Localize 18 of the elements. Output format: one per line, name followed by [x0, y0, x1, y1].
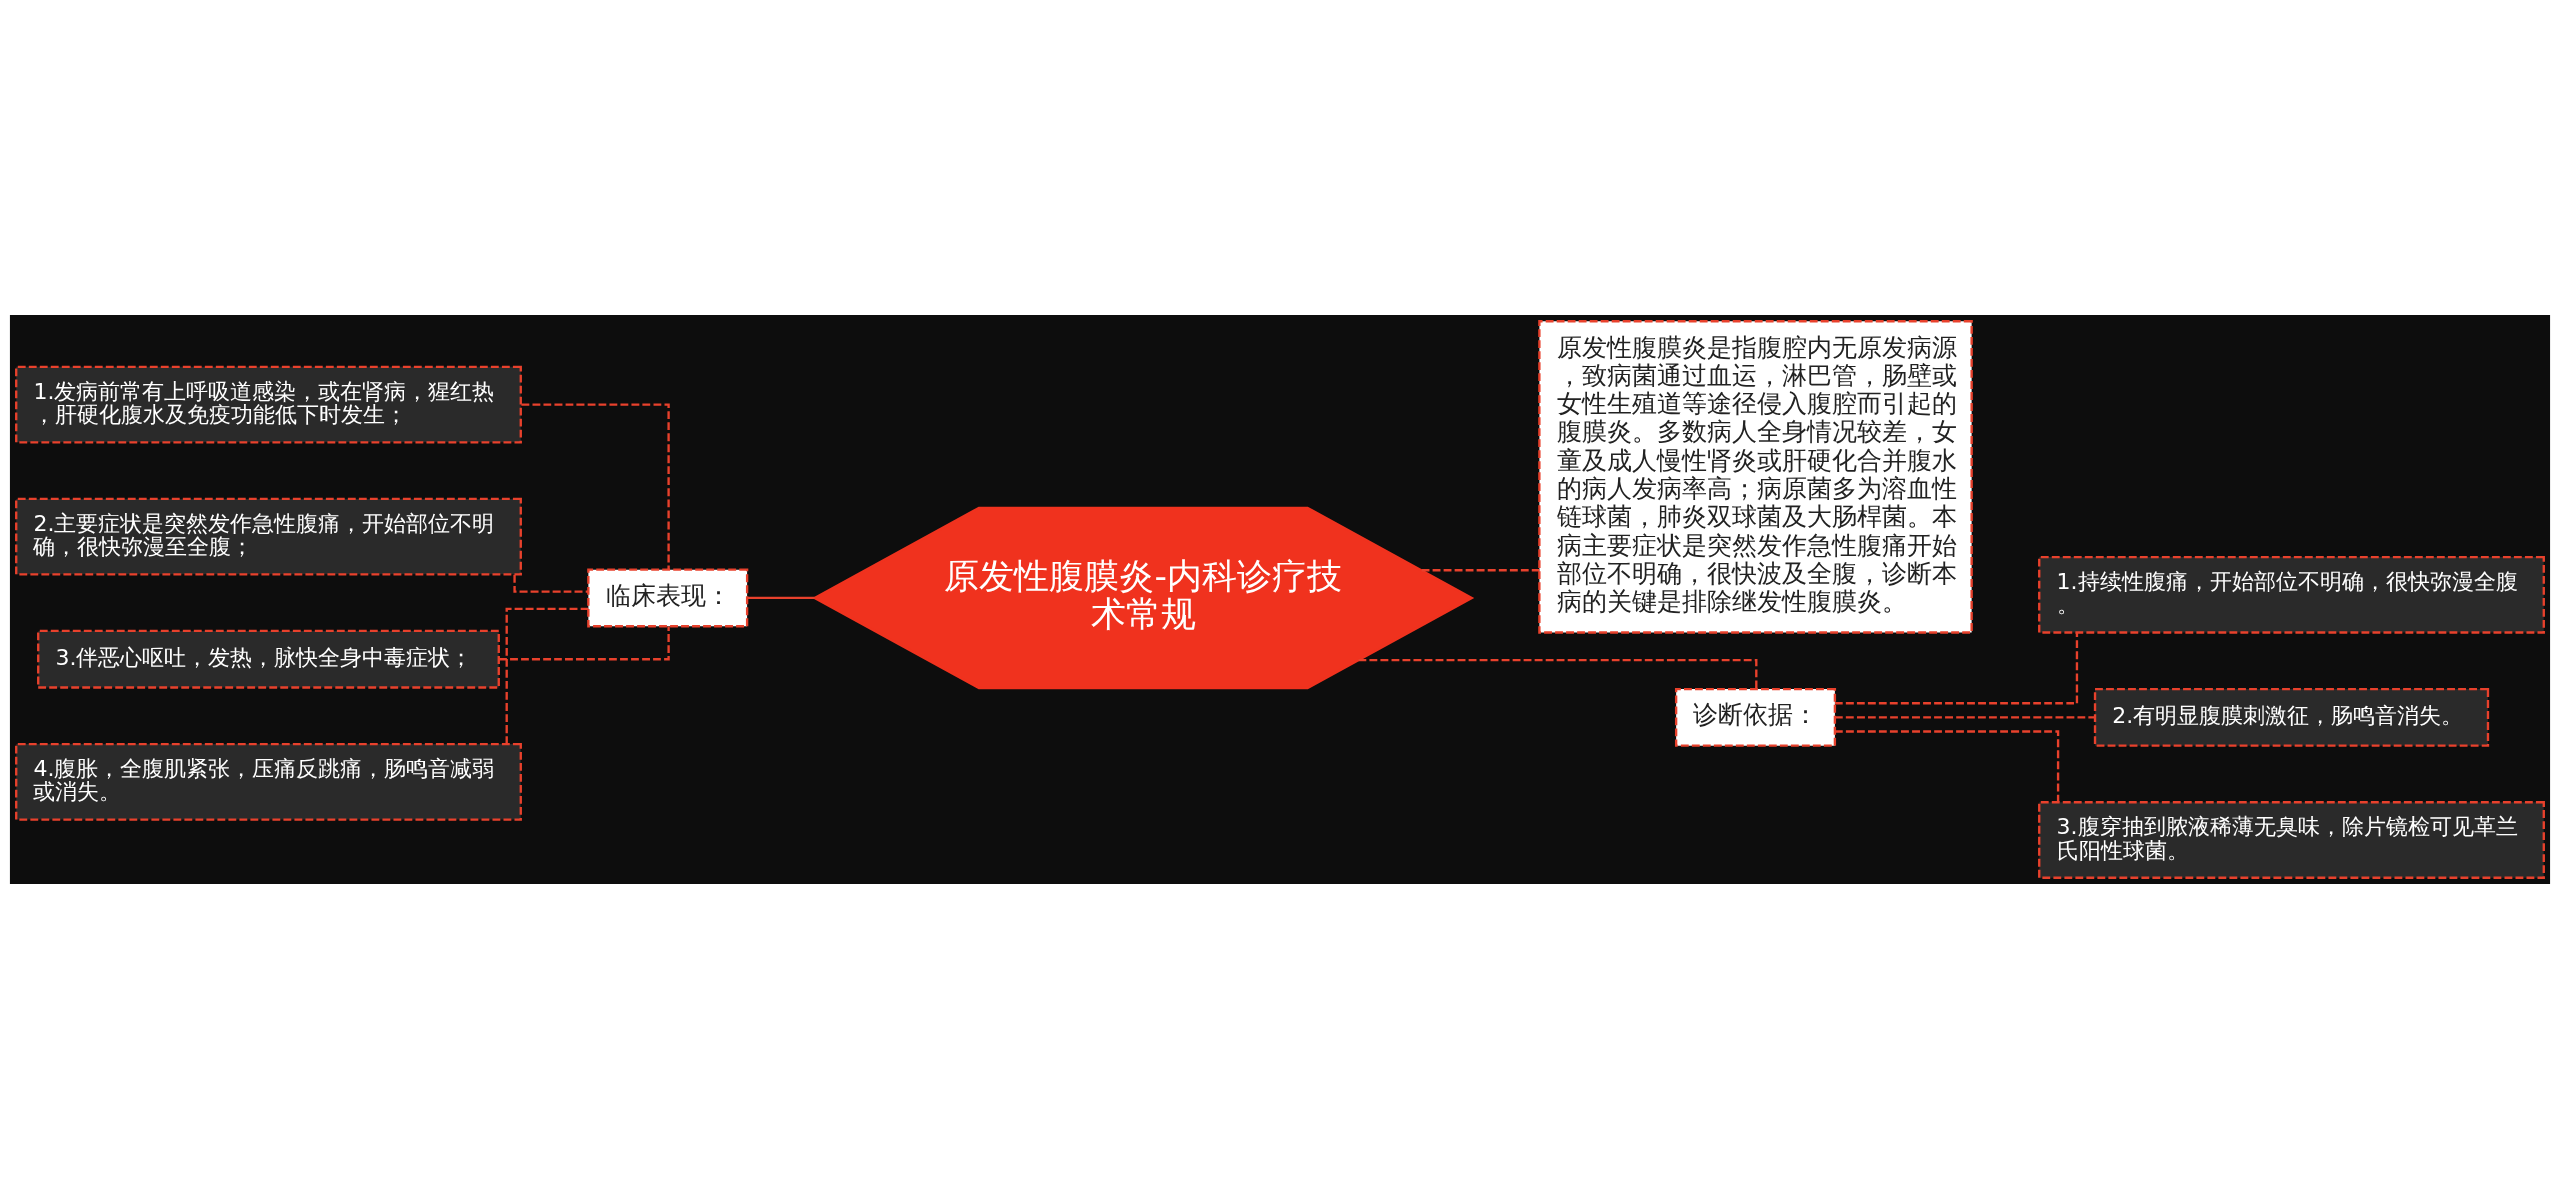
- connector: [1835, 716, 2095, 719]
- node-box: 临床表现：: [587, 568, 749, 628]
- connector: [521, 403, 670, 570]
- connector: [505, 607, 589, 744]
- node-box: 4.腹胀，全腹肌紧张，压痛反跳痛，肠鸣音减弱或消失。: [15, 742, 522, 821]
- node-box: 1.发病前常有上呼吸道感染，或在肾病，猩红热，肝硬化腹水及免疫功能低下时发生；: [15, 365, 522, 444]
- node-box: 3.伴恶心呕吐，发热，脉快全身中毒症状；: [37, 629, 500, 689]
- node-box: 2.主要症状是突然发作急性腹痛，开始部位不明确，很快弥漫至全腹；: [15, 497, 522, 576]
- connector: [1835, 730, 2060, 803]
- connector: [1421, 569, 1540, 572]
- node-box: 1.持续性腹痛，开始部位不明确，很快弥漫全腹。: [2038, 555, 2545, 634]
- connector: [1834, 632, 2079, 705]
- node-box: 2.有明显腹膜刺激征，肠鸣音消失。: [2093, 687, 2490, 747]
- connector: [747, 596, 815, 600]
- connector: [513, 574, 588, 593]
- node-box: 3.腹穿抽到脓液稀薄无臭味，除片镜检可见革兰氏阳性球菌。: [2038, 801, 2545, 879]
- node-box: 原发性腹膜炎是指腹腔内无原发病源，致病菌通过血运，淋巴管，肠壁或女性生殖道等途径侵入腹腔而引起的腹膜炎。多数病人全身情况较差，女童及成人慢性肾炎或肝硬化合并腹水的病人发病率高；病原菌多为溶血性链球菌，肺炎双球菌及大肠桿菌。本病主要症状是突然发作急性腹痛开始部位不明确，很快波及全腹，诊断本病的关键是排除继发性腹膜炎。: [1538, 320, 1973, 634]
- node-box: 诊断依据：: [1674, 687, 1837, 747]
